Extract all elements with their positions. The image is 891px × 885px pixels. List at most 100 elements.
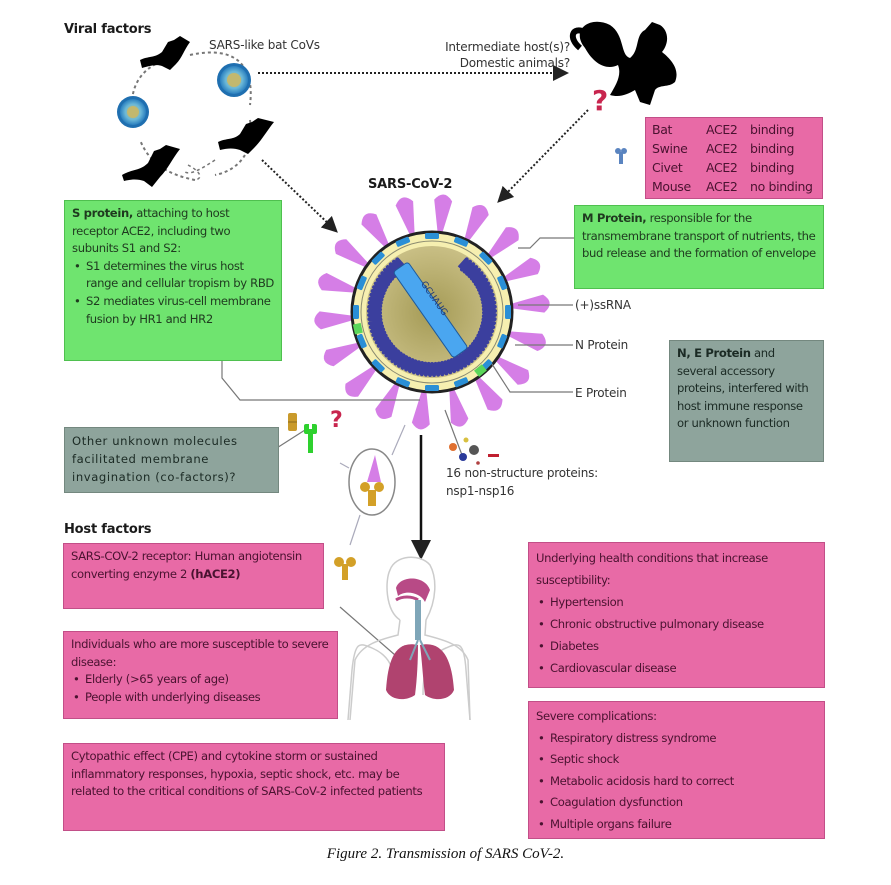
unknown-host-question-mark: ? xyxy=(592,84,609,117)
underlying-bullet: Chronic obstructive pulmonary disease xyxy=(536,613,817,635)
co-factor-molecule-icon xyxy=(288,413,297,431)
bat-coronavirus-icon xyxy=(217,63,251,97)
co-factors-box: Other unknown molecules facilitated memb… xyxy=(64,427,279,493)
e-protein-label: E Protein xyxy=(575,386,627,400)
cpe-box: Cytopathic effect (CPE) and cytokine sto… xyxy=(63,743,445,831)
membrane-protein xyxy=(425,233,439,239)
arrow-bat-to-virus xyxy=(261,159,338,233)
membrane-protein xyxy=(453,377,469,388)
ne-protein-box: N, E Protein and several accessory prote… xyxy=(669,340,824,462)
bat-covs-label: SARS-like bat CoVs xyxy=(209,38,320,52)
spike-protein xyxy=(502,257,541,282)
human-respiratory-system xyxy=(347,556,471,721)
m-protein-text: responsible for the transmembrane transp… xyxy=(582,211,816,261)
membrane-protein xyxy=(497,333,508,349)
non-structure-proteins-icon xyxy=(449,437,499,465)
ssrna-genome xyxy=(393,262,468,358)
underlying-intro: Underlying health conditions that increa… xyxy=(536,551,768,587)
spike-protein xyxy=(506,331,546,352)
ace2-table-result: no binding xyxy=(750,179,813,194)
spike-protein xyxy=(318,272,358,293)
ace2-table-receptor: ACE2 xyxy=(706,160,738,175)
membrane-protein xyxy=(505,305,511,319)
ace2-table-receptor: ACE2 xyxy=(706,179,738,194)
complications-bullet: Septic shock xyxy=(536,749,817,771)
s-protein-box: S protein, attaching to host receptor AC… xyxy=(64,200,282,361)
complications-intro: Severe complications: xyxy=(536,709,657,723)
pointer-lines xyxy=(221,237,574,656)
m-protein-box: M Protein, responsible for the transmemb… xyxy=(574,205,824,289)
spike-protein xyxy=(449,387,469,427)
domestic-animals-label: Domestic animals? xyxy=(459,56,570,70)
spike-protein xyxy=(323,342,362,367)
ace2-table-species: Swine xyxy=(652,141,688,156)
complications-bullet: Multiple organs failure xyxy=(536,814,817,836)
underlying-bullet: Cardiovascular disease xyxy=(536,657,817,679)
human-ace2-receptor-icon xyxy=(334,557,356,580)
membrane-protein xyxy=(356,333,367,349)
hace2-receptor-bold: (hACE2) xyxy=(190,566,241,581)
underlying-conditions-box: Underlying health conditions that increa… xyxy=(528,542,825,688)
sars-cov-2-virion: GCUAUG xyxy=(314,194,550,430)
co-factors-question-mark: ? xyxy=(330,408,343,433)
envelope-protein xyxy=(352,322,363,335)
ace2-table-receptor: ACE2 xyxy=(706,122,738,137)
bat-icon xyxy=(122,145,180,187)
ace2-receptor-icon xyxy=(615,148,627,164)
spike-protein xyxy=(345,365,378,397)
spike-protein xyxy=(334,239,370,269)
virus-title: SARS-CoV-2 xyxy=(368,177,453,192)
membrane-protein xyxy=(353,305,359,319)
ace2-table-species: Bat xyxy=(652,122,673,137)
underlying-bullet: Diabetes xyxy=(536,635,817,657)
envelope-inner-line xyxy=(360,240,504,384)
complications-bullet: Metabolic acidosis hard to correct xyxy=(536,771,817,793)
spike-protein xyxy=(494,355,530,385)
membrane-protein xyxy=(395,377,411,388)
viral-factors-title: Viral factors xyxy=(64,22,152,37)
spike-protein xyxy=(361,213,390,249)
ssrna-label: (+)ssRNA xyxy=(575,298,631,312)
spike-protein xyxy=(395,197,415,237)
co-factor-molecule-icon xyxy=(304,424,317,453)
nsp-label-line2: nsp1-nsp16 xyxy=(446,484,515,498)
membrane-invagination-detail xyxy=(339,424,406,546)
susceptible-bullet: Elderly (>65 years of age) xyxy=(71,671,330,689)
severe-complications-box: Severe complications: Respiratory distre… xyxy=(528,701,825,839)
spike-protein xyxy=(474,375,503,411)
membrane-protein xyxy=(497,275,508,291)
membrane-protein xyxy=(395,236,411,247)
bat-coronavirus-icon xyxy=(117,96,149,128)
complications-bullet: Coagulation dysfunction xyxy=(536,792,817,814)
n-protein-label: N Protein xyxy=(575,338,629,352)
bat-cycle xyxy=(131,51,252,181)
spike-protein xyxy=(486,227,519,259)
spike-protein xyxy=(434,194,453,235)
bat-icon xyxy=(218,118,274,154)
membrane-protein xyxy=(356,275,367,291)
susceptible-bullet: People with underlying diseases xyxy=(71,689,330,707)
bat-icon xyxy=(140,36,190,70)
hace2-receptor-box: SARS-COV-2 receptor: Human angiotensin c… xyxy=(63,543,324,609)
s-protein-bullet: S2 mediates virus-cell membrane fusion b… xyxy=(72,293,274,328)
nsp-label-line1: 16 non-structure proteins: xyxy=(446,466,598,480)
envelope-protein xyxy=(474,364,487,377)
membrane-protein xyxy=(425,385,439,391)
ace2-table-receptor: ACE2 xyxy=(706,141,738,156)
spike-protein xyxy=(411,389,430,430)
s-protein-intro: attaching to host receptor ACE2, includi… xyxy=(72,206,231,256)
membrane-protein xyxy=(371,251,385,265)
spike-protein xyxy=(464,204,489,243)
spike-protein xyxy=(314,311,355,330)
membrane-protein xyxy=(479,251,493,265)
figure-caption: Figure 2. Transmission of SARS CoV-2. xyxy=(326,846,565,862)
membrane-protein xyxy=(453,236,469,247)
nucleocapsid-protein xyxy=(367,257,497,377)
ace2-table-species: Mouse xyxy=(652,179,691,194)
ne-protein-title: N, E Protein xyxy=(677,346,751,360)
host-factors-title: Host factors xyxy=(64,522,152,537)
ace2-table-result: binding xyxy=(750,141,795,156)
complications-bullet: Respiratory distress syndrome xyxy=(536,728,817,750)
